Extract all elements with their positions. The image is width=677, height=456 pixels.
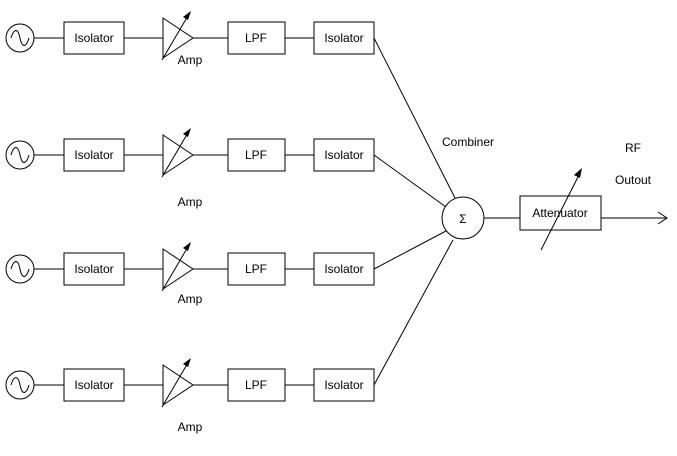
isolator-block-1	[63, 252, 125, 286]
isolator-label: Isolator	[74, 148, 113, 162]
amplifier-icon	[162, 364, 194, 406]
lpf-label: LPF	[245, 31, 267, 45]
arrowhead-icon	[183, 358, 191, 367]
isolator-label: Isolator	[324, 262, 363, 276]
lpf-label: LPF	[245, 378, 267, 392]
output-label-output: Outout	[615, 173, 652, 187]
amp-label: Amp	[178, 195, 203, 209]
lpf-block	[227, 21, 286, 55]
amp-label: Amp	[178, 292, 203, 306]
arrowhead-icon	[183, 242, 191, 251]
sine-wave-icon	[10, 30, 30, 46]
combiner-input-line-4	[373, 239, 454, 386]
isolator-label: Isolator	[324, 378, 363, 392]
sigma-icon: Σ	[459, 212, 466, 226]
combiner-label: Combiner	[442, 135, 494, 149]
isolator-label: Isolator	[74, 31, 113, 45]
amp-label: Amp	[178, 420, 203, 434]
chain-4: Isolator Amp LPF Isolator	[5, 358, 375, 434]
variable-arrow-icon	[540, 172, 581, 251]
chain-1: Isolator Amp LPF Isolator	[5, 11, 375, 67]
lpf-label: LPF	[245, 262, 267, 276]
sine-wave-icon	[10, 261, 30, 277]
isolator-label: Isolator	[74, 378, 113, 392]
isolator-block-2	[313, 252, 375, 286]
arrowhead-icon	[183, 128, 191, 137]
output-arrow-icon	[657, 211, 668, 225]
lpf-block	[227, 368, 286, 402]
lpf-block	[227, 252, 286, 286]
isolator-block-2	[313, 138, 375, 172]
output-label-rf: RF	[625, 141, 641, 155]
combiner-input-line-2	[373, 154, 447, 208]
attenuator-block	[519, 195, 602, 231]
lpf-label: LPF	[245, 148, 267, 162]
isolator-block-2	[313, 368, 375, 402]
amplifier-icon	[162, 248, 194, 290]
isolator-block-2	[313, 21, 375, 55]
combiner-input-line-3	[373, 230, 447, 270]
amplifier-icon	[162, 17, 194, 59]
isolator-block-1	[63, 21, 125, 55]
sine-wave-icon	[10, 377, 30, 393]
isolator-label: Isolator	[74, 262, 113, 276]
isolator-label: Isolator	[324, 31, 363, 45]
sine-wave-icon	[10, 147, 30, 163]
arrowhead-icon	[574, 168, 582, 178]
combiner-input-line-1	[373, 37, 456, 199]
variable-arrow-icon	[161, 13, 190, 61]
chain-3: Isolator Amp LPF Isolator	[5, 242, 375, 306]
arrowhead-icon	[183, 11, 191, 20]
variable-arrow-icon	[161, 130, 190, 178]
amplifier-icon	[162, 134, 194, 176]
variable-arrow-icon	[161, 360, 190, 408]
isolator-label: Isolator	[324, 148, 363, 162]
amp-label: Amp	[178, 53, 203, 67]
chain-2: Isolator Amp LPF Isolator	[5, 128, 375, 209]
variable-arrow-icon	[161, 244, 190, 292]
